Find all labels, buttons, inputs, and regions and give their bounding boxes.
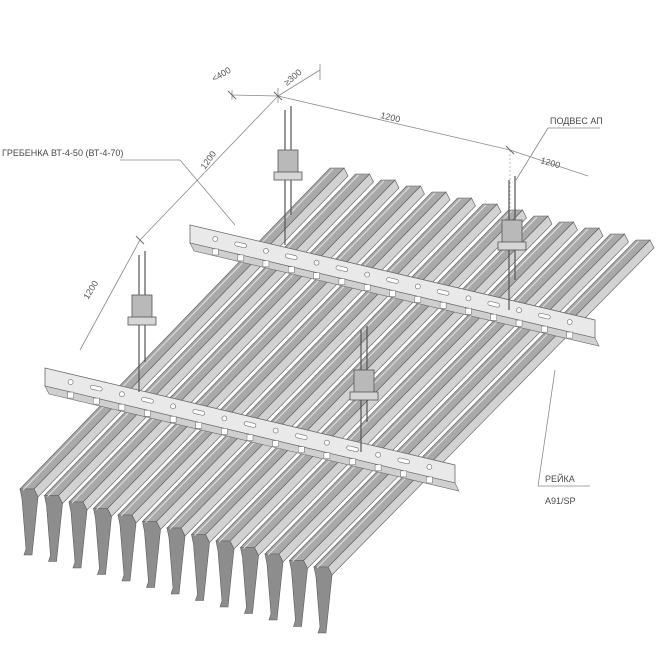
leader-lines [120,127,600,487]
comb-rear [189,224,600,347]
rail-label: РЕЙКА [545,473,575,484]
rail-code-label: A91/SP [545,496,576,506]
hanger-3 [127,251,157,392]
hangers-group [127,106,527,452]
hanger-label: ПОДВЕС АП [550,116,603,126]
dim-span-top: 1200 [380,110,402,124]
hanger-1 [273,106,303,245]
dim-offset-short: <400 [210,65,233,84]
hanger-2 [497,176,527,310]
dim-span-left-upper: 1200 [198,149,218,171]
comb-front [44,367,460,492]
dim-span-left-lower: 1200 [81,279,100,301]
dimension-lines [79,64,589,351]
comb-label: ГРЕБЕНКА ВТ-4-50 (ВТ-4-70) [2,148,123,158]
hanger-4 [349,326,379,452]
dim-span-right: 1200 [539,155,561,170]
combs-group [44,224,600,492]
dim-offset-step: ≥300 [282,67,304,87]
